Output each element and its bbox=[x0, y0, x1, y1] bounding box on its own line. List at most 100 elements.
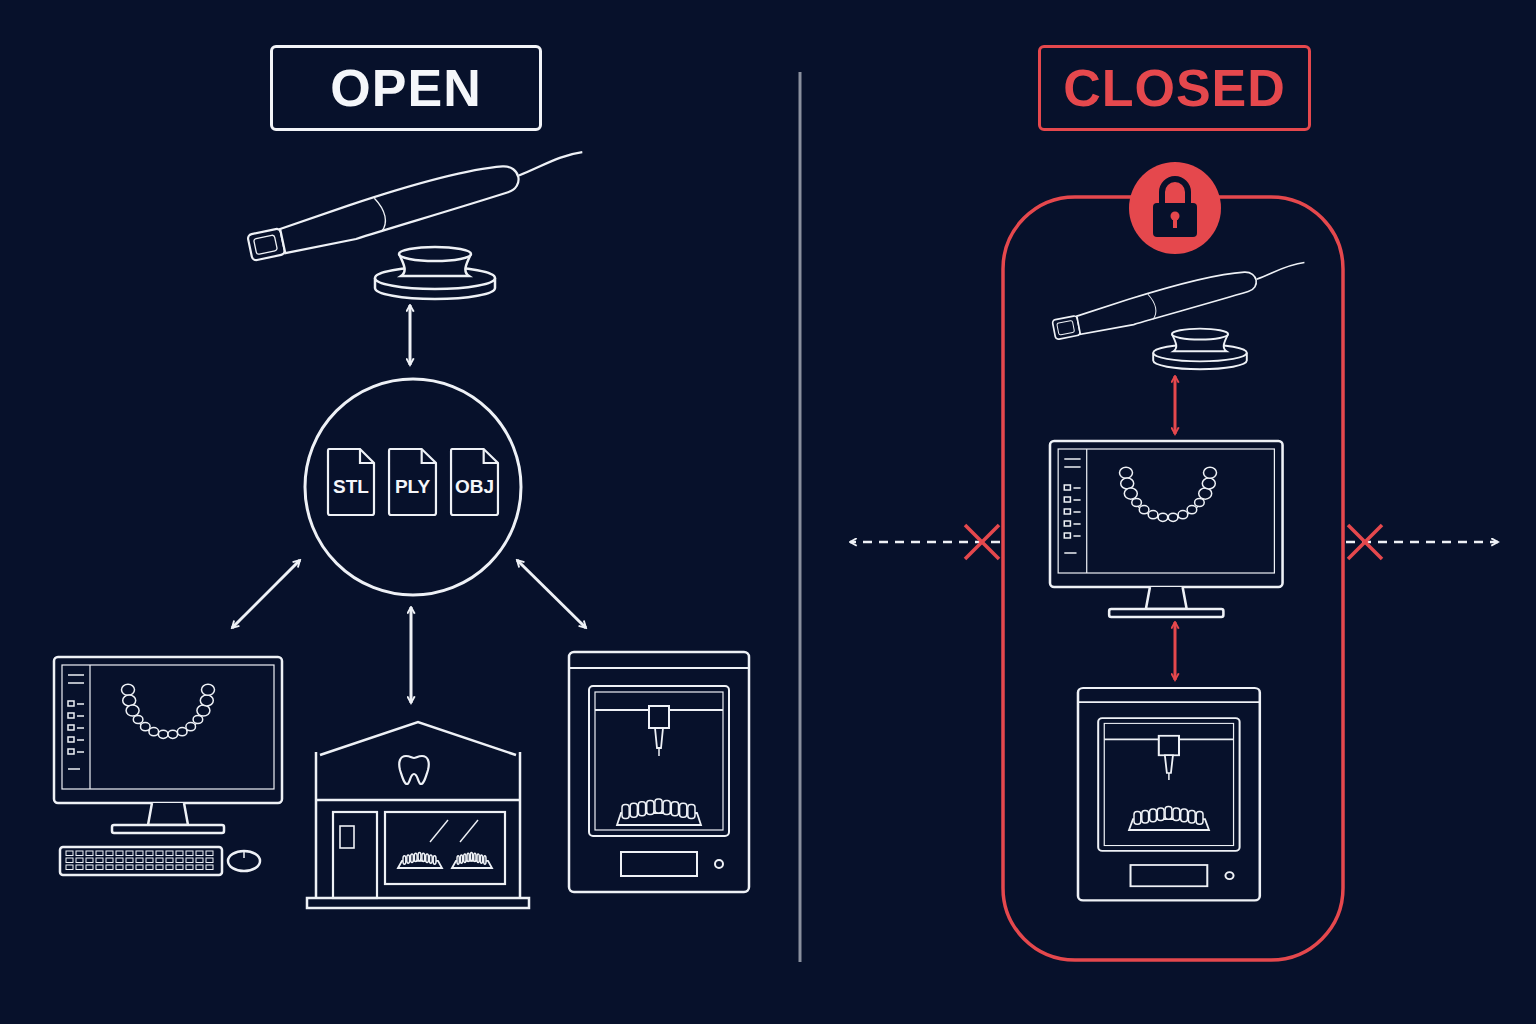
locked-link-arrow bbox=[1174, 622, 1177, 680]
dental-lab-building bbox=[464, 854, 466, 862]
design-computer bbox=[168, 730, 178, 738]
design-computer bbox=[66, 851, 213, 870]
3d-printer bbox=[1078, 688, 1260, 900]
lock-icon bbox=[1129, 162, 1221, 254]
design-computer bbox=[126, 851, 133, 856]
blocked-export-arrow bbox=[1348, 525, 1382, 559]
design-computer bbox=[186, 858, 193, 863]
design-monitor bbox=[1187, 506, 1197, 514]
closed-enclosure bbox=[1003, 197, 1343, 960]
design-computer bbox=[54, 657, 282, 833]
design-computer bbox=[149, 728, 159, 736]
design-monitor bbox=[1121, 478, 1134, 489]
exchange-arrow bbox=[517, 560, 586, 628]
3d-printer bbox=[1157, 808, 1164, 821]
3d-printer bbox=[1129, 807, 1209, 830]
design-computer bbox=[128, 690, 208, 736]
design-computer bbox=[202, 684, 215, 695]
lock-icon bbox=[1173, 218, 1177, 228]
design-monitor bbox=[1168, 513, 1178, 521]
3d-printer bbox=[1165, 807, 1172, 820]
file-outline bbox=[389, 449, 436, 515]
heading-text: CLOSED bbox=[1063, 58, 1286, 118]
design-monitor bbox=[1195, 498, 1205, 506]
design-monitor bbox=[1124, 488, 1137, 499]
3d-printer bbox=[1078, 688, 1260, 900]
3d-printer bbox=[1150, 809, 1157, 822]
design-monitor bbox=[1126, 473, 1210, 519]
3d-printer bbox=[655, 799, 662, 813]
design-computer bbox=[158, 730, 168, 738]
design-computer bbox=[206, 858, 213, 863]
dental-lab-building bbox=[333, 812, 377, 898]
intraoral-scanner bbox=[1153, 329, 1247, 370]
dental-lab-building bbox=[426, 854, 429, 862]
design-computer bbox=[126, 705, 139, 716]
blocked-export-arrow bbox=[1348, 525, 1382, 559]
design-computer bbox=[176, 858, 183, 863]
dental-lab-building bbox=[316, 799, 520, 802]
design-computer bbox=[200, 695, 213, 706]
design-monitor bbox=[1120, 467, 1133, 478]
dental-lab-building bbox=[429, 855, 432, 863]
dental-lab-building bbox=[307, 898, 529, 908]
design-computer bbox=[176, 851, 183, 856]
design-computer bbox=[141, 723, 151, 731]
design-computer bbox=[116, 865, 123, 870]
design-monitor bbox=[1204, 467, 1217, 478]
dental-lab-building bbox=[398, 852, 492, 868]
design-computer bbox=[196, 851, 203, 856]
design-computer bbox=[60, 847, 222, 875]
dental-lab-building bbox=[418, 852, 421, 860]
design-computer bbox=[197, 705, 210, 716]
file-icon: OBJ bbox=[449, 447, 500, 517]
design-computer bbox=[66, 858, 73, 863]
design-computer bbox=[228, 851, 260, 871]
design-computer bbox=[86, 865, 93, 870]
design-computer bbox=[177, 728, 187, 736]
3d-printer bbox=[622, 805, 629, 819]
design-computer bbox=[136, 851, 143, 856]
design-computer bbox=[66, 865, 73, 870]
heading-text: OPEN bbox=[330, 58, 481, 118]
file-fold bbox=[422, 449, 436, 463]
design-computer bbox=[96, 858, 103, 863]
file-format-label: OBJ bbox=[455, 476, 494, 498]
design-monitor bbox=[1139, 506, 1149, 514]
3d-printer bbox=[569, 652, 749, 892]
design-computer bbox=[76, 865, 83, 870]
design-monitor bbox=[1132, 498, 1142, 506]
dental-lab-building bbox=[470, 852, 472, 860]
dental-lab-building bbox=[411, 854, 414, 862]
design-computer bbox=[54, 657, 282, 875]
locked-link-arrow bbox=[1174, 376, 1177, 434]
design-computer bbox=[106, 858, 113, 863]
3d-printer bbox=[630, 803, 637, 817]
dental-lab-building bbox=[340, 826, 354, 848]
design-computer bbox=[146, 851, 153, 856]
3d-printer bbox=[663, 800, 670, 814]
3d-printer bbox=[1181, 809, 1188, 822]
design-monitor bbox=[1199, 488, 1212, 499]
design-monitor bbox=[1148, 511, 1158, 519]
design-monitor bbox=[1120, 467, 1217, 521]
3d-printer bbox=[638, 802, 645, 816]
divider-line bbox=[799, 72, 802, 962]
file-icon: PLY bbox=[387, 447, 438, 517]
3d-printer bbox=[1188, 810, 1195, 823]
design-computer bbox=[166, 865, 173, 870]
lock-icon bbox=[1162, 179, 1188, 205]
design-computer bbox=[196, 858, 203, 863]
dental-lab-building bbox=[399, 756, 429, 784]
design-monitor bbox=[1178, 511, 1188, 519]
design-computer bbox=[166, 858, 173, 863]
design-computer bbox=[136, 858, 143, 863]
intraoral-scanner bbox=[1050, 259, 1310, 369]
blocked-export-arrow bbox=[1346, 541, 1498, 544]
dental-lab-building bbox=[422, 853, 425, 861]
exchange-arrow bbox=[232, 560, 300, 628]
intraoral-scanner bbox=[375, 247, 495, 299]
dental-lab-building bbox=[430, 820, 448, 842]
design-computer bbox=[186, 865, 193, 870]
